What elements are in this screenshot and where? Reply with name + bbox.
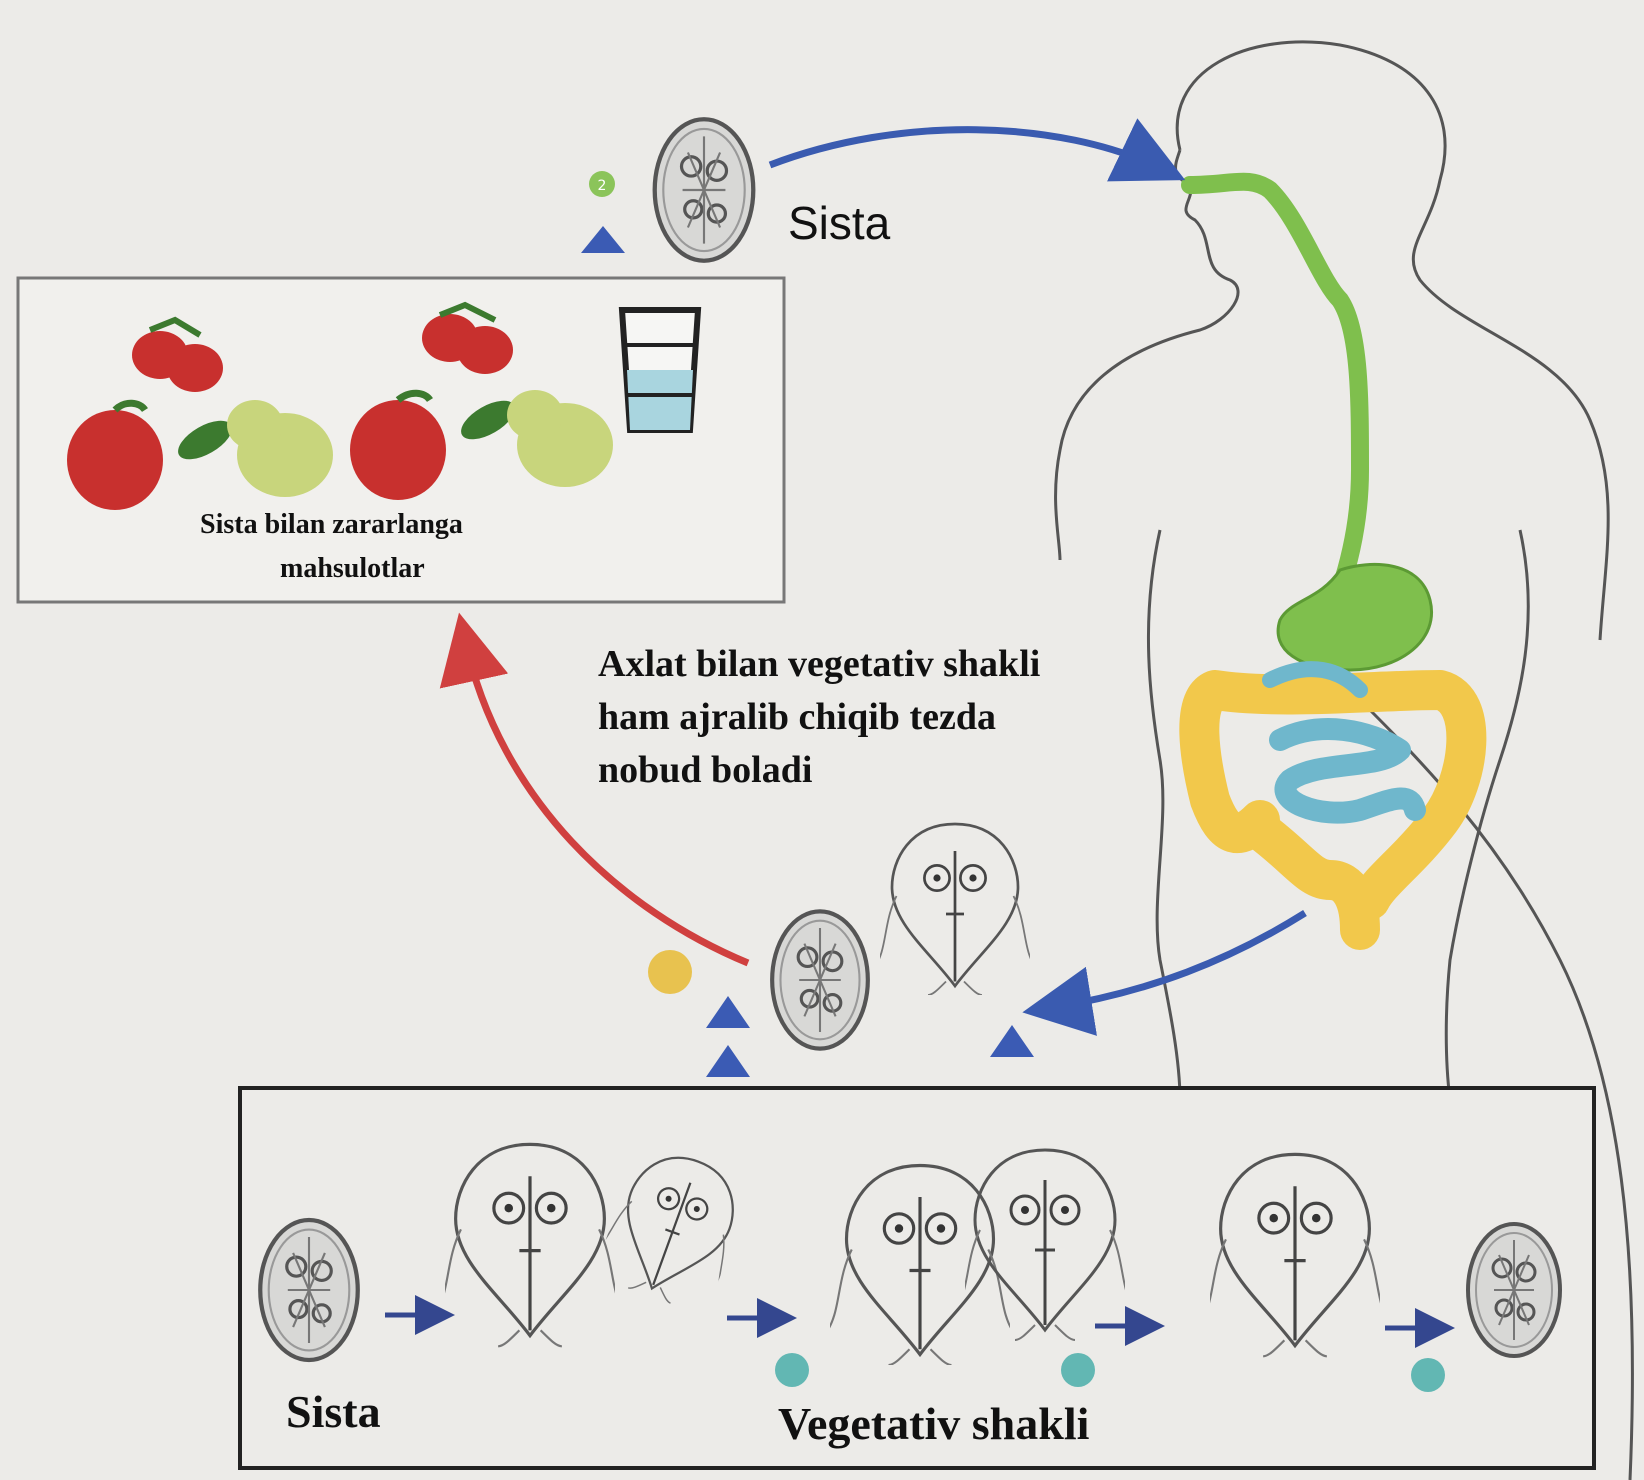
vegetative-form-label: Vegetativ shakli [778, 1396, 1089, 1451]
excretion-arrow [1050, 913, 1305, 1008]
small-intestine [1280, 729, 1415, 813]
contaminated-food-label-line2: mahsulotlar [280, 552, 425, 586]
stage-triangle-top [581, 226, 625, 253]
svg-text:2: 2 [598, 178, 607, 194]
digestive-tract [1190, 182, 1466, 930]
water-glass-icon [622, 310, 698, 430]
stage-triangle-middle-a [706, 996, 750, 1028]
cyst-bottom-end [1468, 1224, 1560, 1356]
cyst-top [655, 119, 754, 260]
esophagus [1190, 182, 1360, 590]
stage-triangle-middle-c [990, 1025, 1034, 1057]
excretion-note-line1: Axlat bilan vegetativ shakli [598, 642, 1040, 688]
stage-triangle-middle-b [706, 1045, 750, 1077]
stage-2-marker: 2 [589, 171, 615, 197]
cyst-label-top: Sista [788, 196, 890, 251]
excretion-note-line3: nobud boladi [598, 748, 812, 794]
stage-1-marker [648, 950, 692, 994]
cyst-label-bottom: Sista [286, 1384, 381, 1439]
infection-arrow [770, 130, 1160, 168]
cyst-middle [772, 911, 868, 1048]
contamination-arrow [465, 640, 748, 963]
excretion-note-line2: ham ajralib chiqib tezda [598, 695, 996, 741]
trophozoite-middle [874, 824, 1036, 995]
stomach [1278, 564, 1431, 670]
stage-4-marker [1061, 1353, 1095, 1387]
stage-5-marker [1411, 1358, 1445, 1392]
stage-3-marker [775, 1353, 809, 1387]
cyst-bottom-start [260, 1220, 358, 1360]
contaminated-food-label-line1: Sista bilan zararlanga [200, 508, 463, 542]
